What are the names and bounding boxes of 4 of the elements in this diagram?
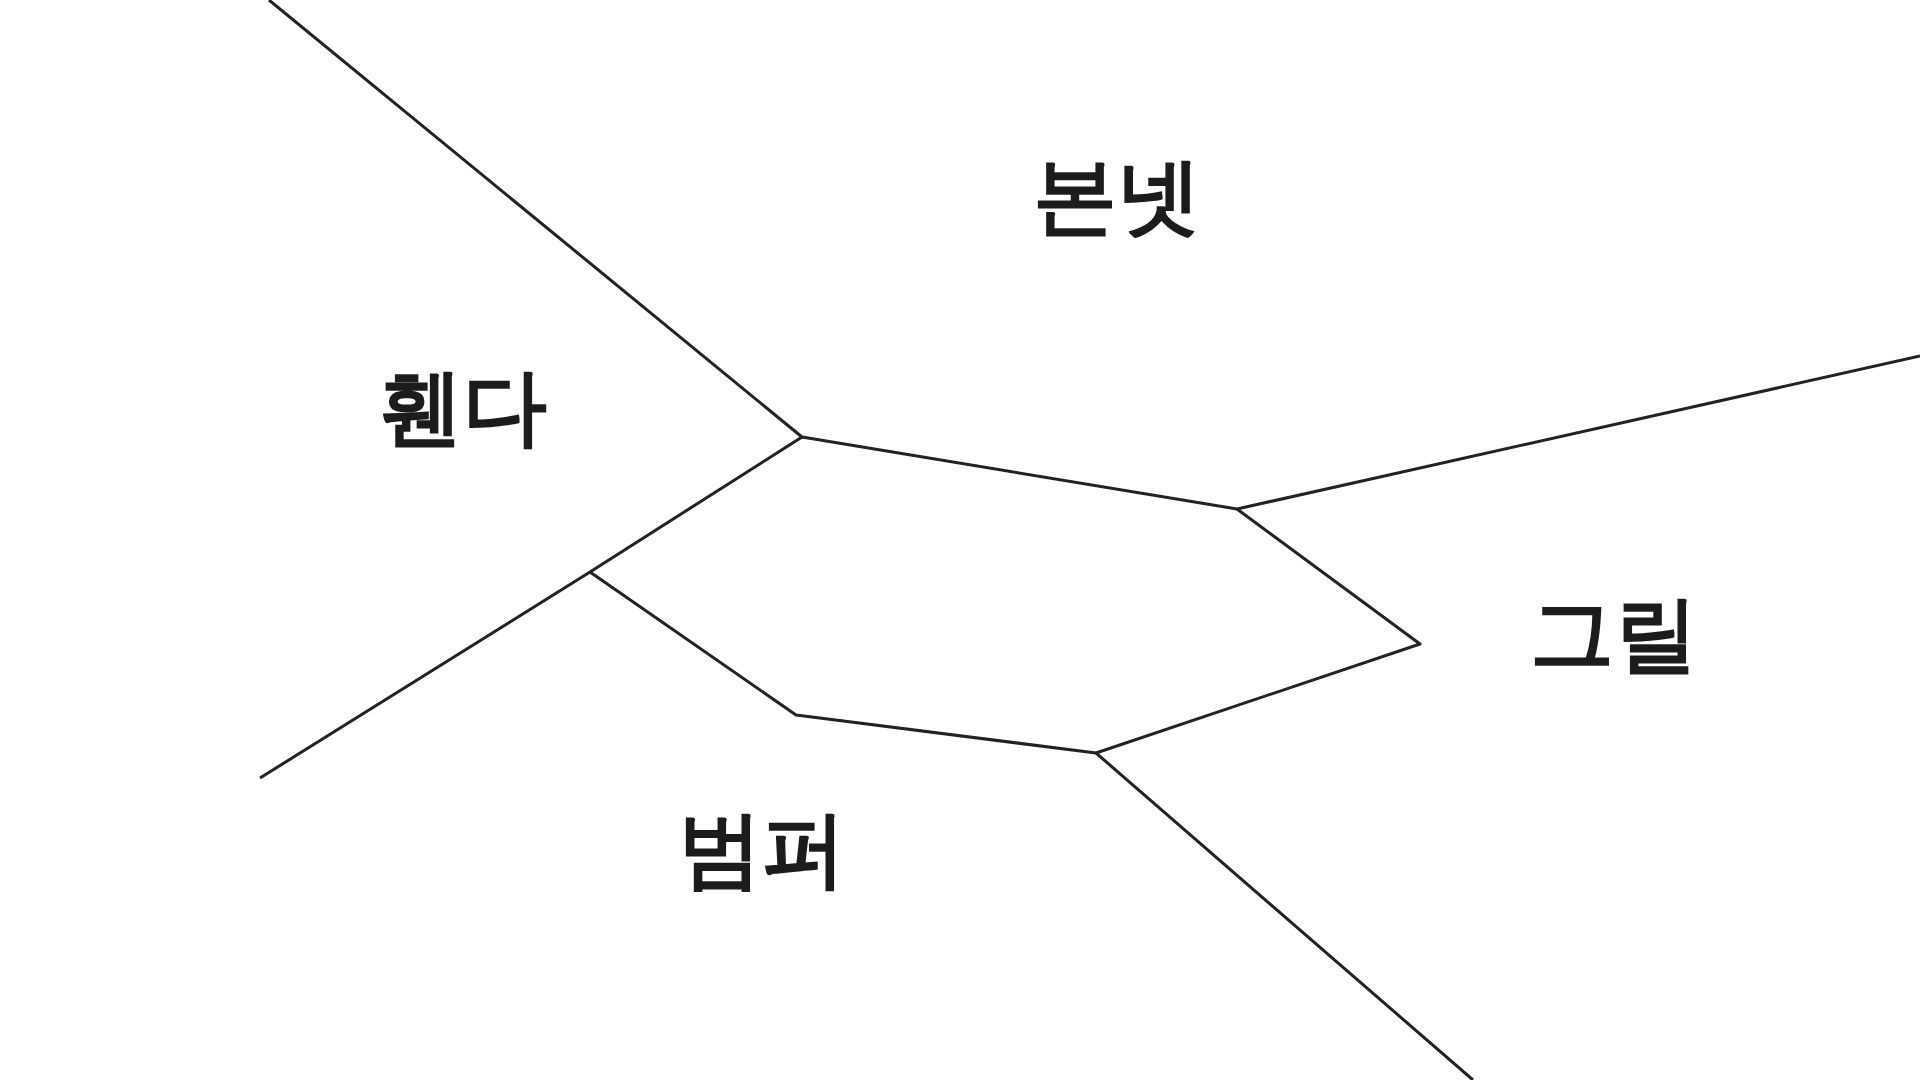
part-label: 휀다: [379, 365, 547, 449]
part-label: 범퍼: [678, 807, 846, 891]
part-label: 본넷: [1033, 154, 1201, 238]
part-label: 그릴: [1530, 592, 1698, 676]
